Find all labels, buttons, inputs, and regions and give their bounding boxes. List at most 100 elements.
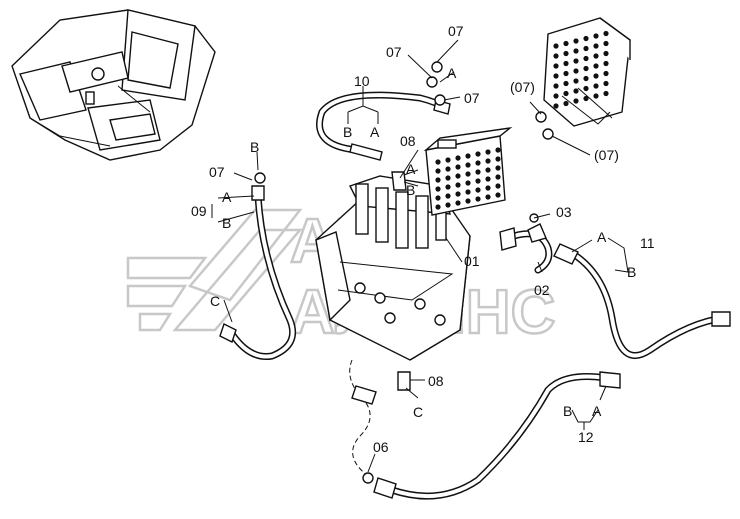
label-part-11: 11 [640, 235, 655, 251]
bolt-dot [455, 155, 461, 161]
bolt-dot [435, 177, 441, 183]
label-part-02: 02 [534, 282, 550, 298]
bolt-dot [553, 43, 559, 49]
bolt-dot [455, 173, 461, 179]
bolt-dot [603, 40, 609, 47]
bolt-dot [553, 93, 559, 99]
bolt-dot [485, 167, 491, 173]
label-port-b-11: B [627, 264, 636, 280]
label-port-a-09: A [222, 189, 232, 205]
bolt-dot [583, 45, 589, 52]
bolt-dot [573, 78, 579, 84]
bolt-dot [435, 168, 441, 174]
bolt-dot [495, 192, 501, 198]
bolt-dot [563, 70, 569, 77]
label-port-a-10: A [370, 124, 380, 140]
bolt-dot [465, 180, 471, 186]
bolt-dot [583, 35, 589, 42]
watermark-logo [126, 208, 303, 332]
label-part-07-top: 07 [448, 23, 464, 39]
bolt-dot [455, 191, 461, 197]
hose-12 [373, 371, 621, 500]
label-part-06: 06 [373, 439, 389, 455]
bolt-dot [603, 30, 609, 37]
bolt-dot [465, 198, 471, 204]
bolt-dot [583, 85, 589, 92]
bolt-dot [435, 204, 441, 210]
bolt-dot [445, 175, 451, 181]
bolt-dot [445, 157, 451, 163]
control-valve [315, 175, 471, 361]
label-port-b-09: B [222, 215, 231, 231]
bolt-dot [475, 160, 481, 166]
bolt-dot [583, 75, 589, 82]
bolt-dot [445, 202, 451, 208]
label-port-a-11: A [597, 229, 607, 245]
label-part-07-paren-left: (07) [510, 79, 535, 95]
pilot-valve-block [423, 126, 513, 216]
label-port-b-09-top: B [250, 139, 259, 155]
bolt-dot [435, 159, 441, 165]
bolt-dot [573, 48, 579, 54]
hose-10 [316, 91, 451, 161]
callout-labels: 07 07 A 07 10 B A 08 A B (07) (07) B 07 … [191, 23, 655, 455]
excavator-cab-illustration [11, 9, 216, 161]
bolt-dot [573, 38, 579, 44]
label-part-12: 12 [578, 429, 594, 445]
bolt-dot [593, 33, 599, 39]
bolt-dot [495, 174, 501, 180]
bolt-dot [593, 53, 599, 59]
label-part-08-bottom: 08 [428, 373, 444, 389]
label-port-b-12: B [563, 403, 572, 419]
bolt-dot [563, 90, 569, 97]
bolt-dot [553, 63, 559, 69]
label-part-07-right: 07 [464, 90, 480, 106]
bolt-dot [485, 158, 491, 164]
upper-right-valve-assembly [543, 17, 631, 127]
hose-11 [553, 243, 731, 359]
label-part-07-left: 07 [209, 164, 225, 180]
bolt-dot [495, 147, 501, 153]
bolt-dot [573, 58, 579, 64]
bolt-dot [465, 171, 471, 177]
bolt-dot [563, 60, 569, 67]
label-port-c-bottom: C [413, 404, 423, 420]
bolt-dot [465, 153, 471, 159]
label-part-07-paren-right: (07) [594, 147, 619, 163]
bolt-dot [445, 184, 451, 190]
dashed-pipe-06 [349, 359, 377, 484]
bolt-dot [485, 194, 491, 200]
bolt-dot [593, 93, 599, 99]
bolt-dot [563, 50, 569, 57]
bolt-dot [593, 63, 599, 69]
bolt-dot [455, 200, 461, 206]
label-part-08-top: 08 [400, 133, 416, 149]
bolt-dot [465, 162, 471, 168]
label-part-10: 10 [354, 73, 370, 89]
bolt-dot [563, 100, 569, 107]
bolt-dot [475, 151, 481, 157]
bolt-dot [553, 73, 559, 79]
bolt-dot [583, 55, 589, 62]
bolt-dot [603, 50, 609, 57]
bolt-dot [435, 195, 441, 201]
label-part-01: 01 [464, 253, 480, 269]
bolt-dot [603, 70, 609, 77]
label-part-07-mid: 07 [386, 44, 402, 60]
leader-lines [211, 39, 629, 473]
label-port-a-12: A [592, 403, 602, 419]
label-port-c-left: C [210, 293, 220, 309]
bolt-dot [485, 185, 491, 191]
label-port-a-08: A [406, 161, 416, 177]
bolt-dot [573, 68, 579, 74]
bolt-dot [495, 156, 501, 162]
bolt-dot [573, 98, 579, 104]
bolt-dot [475, 187, 481, 193]
bolt-dot [445, 193, 451, 199]
bolt-dot [573, 88, 579, 94]
bolt-dot [593, 43, 599, 49]
bolt-dot [603, 80, 609, 87]
bolt-dot [495, 183, 501, 189]
bolt-dot [583, 65, 589, 72]
bolt-dot [455, 164, 461, 170]
